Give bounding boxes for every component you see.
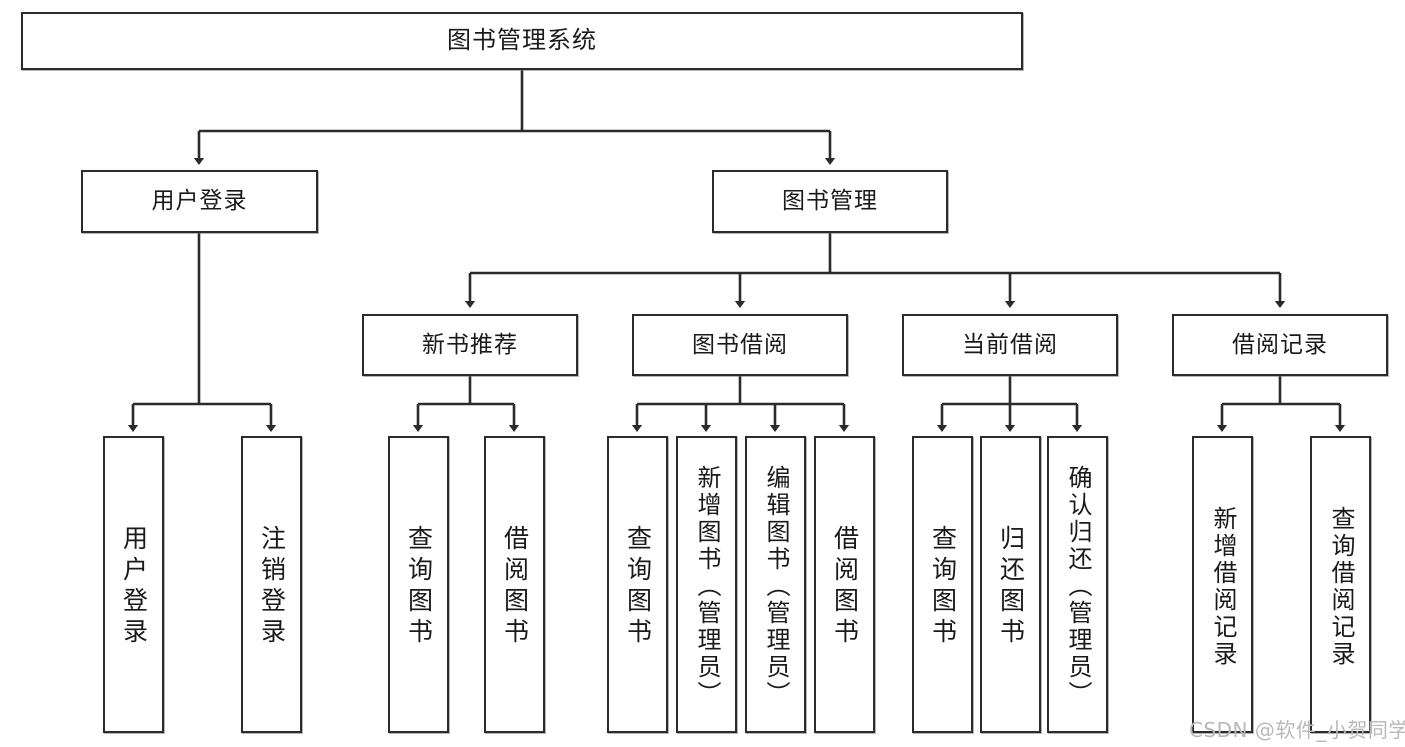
node-label: 新增图书（管理员） [692, 465, 721, 708]
node-label: 查询图书 [404, 524, 434, 649]
node-label: 借阅图书 [500, 524, 530, 649]
node-book-borrow[interactable]: 图书借阅 [632, 314, 848, 376]
node-new-book-recommend[interactable]: 新书推荐 [362, 314, 578, 376]
node-label: 确认归还（管理员） [1063, 465, 1092, 708]
node-label: 用户登录 [151, 188, 248, 215]
node-label: 图书管理 [782, 188, 878, 215]
node-label: 借阅图书 [830, 524, 860, 649]
node-label: 查询图书 [928, 524, 958, 649]
node-label: 用户登录 [119, 524, 149, 649]
node-borrow-record[interactable]: 借阅记录 [1172, 314, 1388, 376]
node-book-management-system[interactable]: 图书管理系统 [21, 12, 1023, 70]
node-label: 归还图书 [996, 524, 1026, 649]
node-leaf-borrow-book-recommend[interactable]: 借阅图书 [484, 436, 545, 733]
node-leaf-query-book-borrow[interactable]: 查询图书 [607, 436, 668, 733]
node-label: 新增借阅记录 [1208, 505, 1237, 668]
node-book-management[interactable]: 图书管理 [712, 170, 948, 233]
node-leaf-edit-book[interactable]: 编辑图书（管理员） [745, 436, 806, 733]
node-leaf-confirm-return[interactable]: 确认归还（管理员） [1047, 436, 1108, 733]
node-leaf-query-borrow-record[interactable]: 查询借阅记录 [1310, 436, 1371, 733]
node-label: 编辑图书（管理员） [761, 465, 790, 708]
node-current-borrow[interactable]: 当前借阅 [902, 314, 1118, 376]
node-leaf-borrow-book[interactable]: 借阅图书 [814, 436, 875, 733]
csdn-watermark: CSDN @软件_小贺同学 [1189, 718, 1405, 742]
node-leaf-return-book[interactable]: 归还图书 [980, 436, 1041, 733]
node-leaf-query-book-recommend[interactable]: 查询图书 [388, 436, 449, 733]
node-label: 查询借阅记录 [1326, 505, 1355, 668]
node-label: 查询图书 [623, 524, 653, 649]
node-leaf-add-book[interactable]: 新增图书（管理员） [676, 436, 737, 733]
node-label: 图书管理系统 [447, 26, 597, 55]
node-leaf-query-book-current[interactable]: 查询图书 [912, 436, 973, 733]
node-user-login[interactable]: 用户登录 [81, 170, 318, 233]
node-label: 当前借阅 [962, 331, 1058, 358]
node-leaf-user-login[interactable]: 用户登录 [103, 436, 164, 733]
node-label: 新书推荐 [422, 331, 518, 358]
node-leaf-logout-login[interactable]: 注销登录 [241, 436, 302, 733]
node-label: 借阅记录 [1232, 331, 1328, 358]
node-label: 图书借阅 [692, 331, 788, 358]
node-leaf-add-borrow-record[interactable]: 新增借阅记录 [1192, 436, 1253, 733]
node-label: 注销登录 [257, 524, 287, 649]
